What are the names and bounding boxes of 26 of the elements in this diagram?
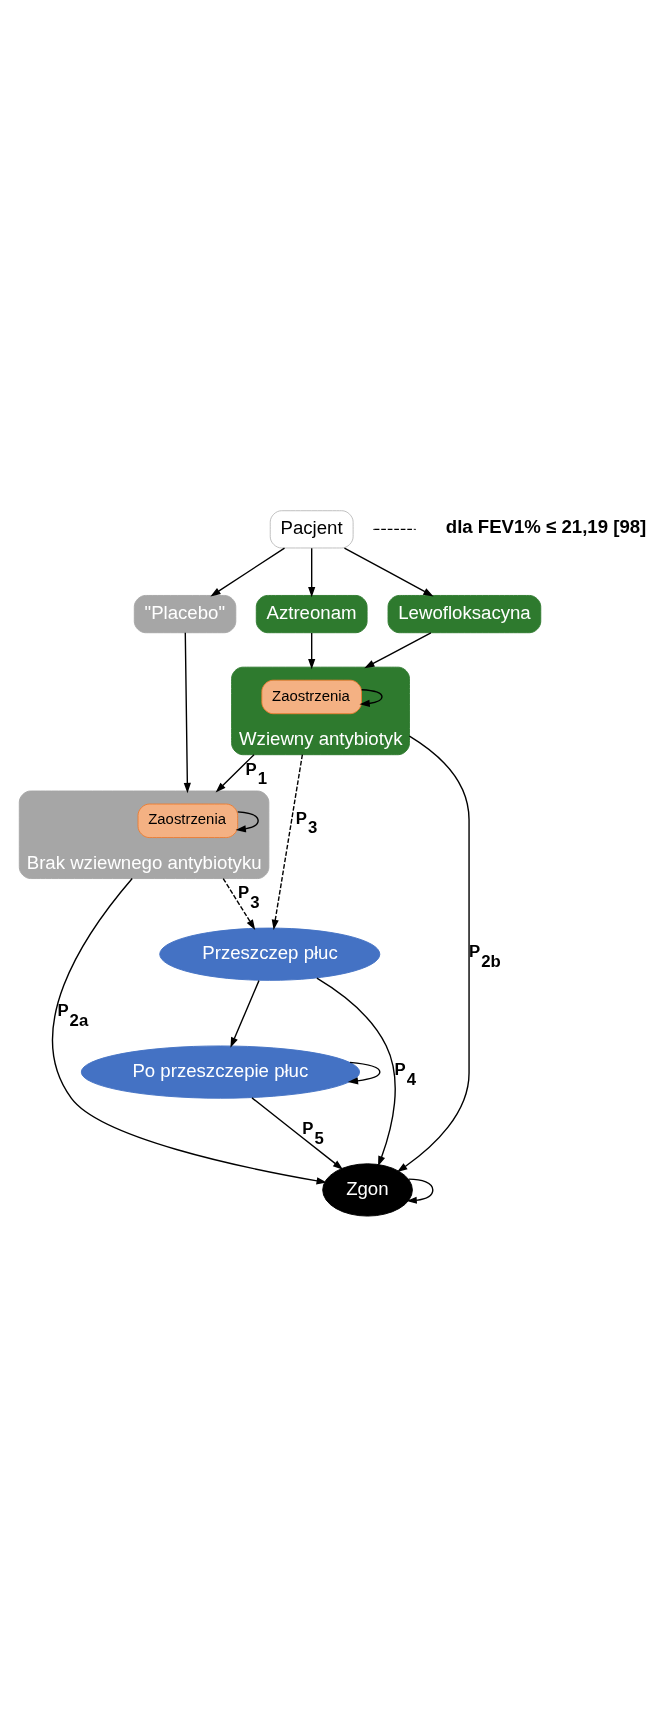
node-ellipse: Przeszczep płuc (159, 927, 381, 981)
arrow (343, 547, 434, 597)
node-box: Zaostrzenia (261, 679, 362, 715)
node-box: Pacjent (269, 510, 354, 549)
arrow (364, 632, 432, 669)
arrow (308, 632, 316, 670)
node-box: "Placebo" (133, 595, 237, 634)
arrow (347, 1061, 381, 1085)
arrow (316, 977, 396, 1167)
arrow (215, 754, 255, 793)
arrow (359, 689, 383, 707)
legend-label: dla FEV1% ≤ 21,19 [98] (445, 516, 647, 538)
node-box: Zaostrzenia (137, 803, 239, 839)
arrow (308, 547, 316, 598)
node-box: Aztreonam (255, 595, 368, 634)
arrow (183, 632, 191, 794)
arrow (397, 735, 470, 1173)
arrow (251, 1097, 344, 1170)
arrow (210, 547, 286, 597)
arrow (406, 1178, 434, 1204)
arrow (51, 877, 327, 1185)
arrow (271, 754, 304, 930)
arrow (222, 877, 256, 930)
node-box: Lewofloksacyna (387, 595, 542, 634)
arrow (235, 811, 259, 833)
arrow (230, 979, 260, 1048)
